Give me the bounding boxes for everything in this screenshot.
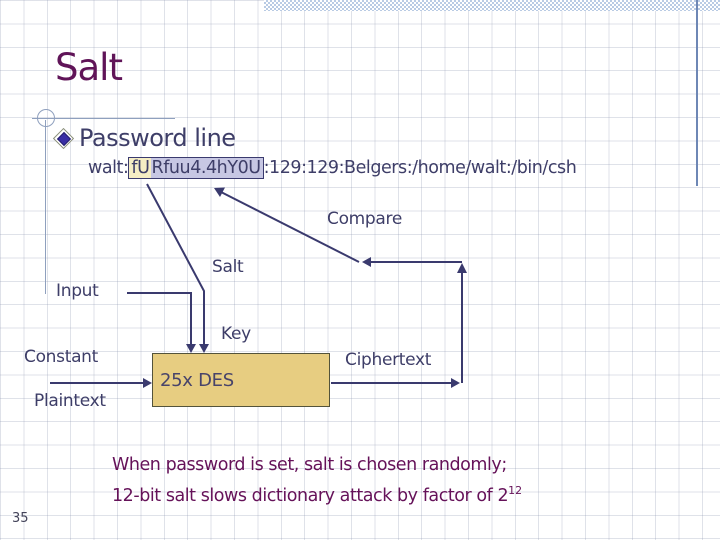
footnote-line1: When password is set, salt is chosen ran… bbox=[112, 455, 507, 475]
top-band-decoration bbox=[264, 0, 720, 11]
footnote-superscript: 12 bbox=[508, 484, 523, 497]
compare-arrow-horizontal bbox=[362, 257, 462, 267]
des-box: 25x DES bbox=[152, 353, 330, 407]
footnote-line2: 12-bit salt slows dictionary attack by f… bbox=[112, 484, 523, 506]
label-salt: Salt bbox=[212, 257, 244, 277]
label-compare: Compare bbox=[327, 209, 403, 229]
input-arrow bbox=[127, 292, 196, 353]
ciphertext-arrow bbox=[331, 378, 460, 388]
page-title: Salt bbox=[55, 46, 123, 89]
footnote: When password is set, salt is chosen ran… bbox=[112, 453, 522, 509]
title-underline-decoration bbox=[32, 118, 175, 120]
password-prefix: walt: bbox=[88, 158, 129, 178]
label-ciphertext: Ciphertext bbox=[345, 350, 432, 370]
label-key: Key bbox=[221, 324, 251, 344]
plaintext-arrow bbox=[50, 378, 152, 388]
des-box-label: 25x DES bbox=[160, 369, 234, 391]
page-number: 35 bbox=[12, 511, 29, 526]
label-input: Input bbox=[56, 281, 99, 301]
label-constant: Constant bbox=[24, 347, 99, 367]
left-vertical-line-decoration bbox=[45, 120, 47, 294]
bullet-label: Password line bbox=[79, 124, 236, 152]
compare-arrow-diagonal bbox=[214, 187, 360, 263]
salt-arrow bbox=[146, 183, 209, 353]
password-suffix: :129:129:Belgers:/home/walt:/bin/csh bbox=[263, 158, 577, 178]
feedback-up-arrow bbox=[457, 263, 467, 383]
label-plaintext: Plaintext bbox=[34, 391, 106, 411]
hash-highlight: Rfuu4.4hY0U bbox=[150, 158, 263, 178]
right-edge-line-decoration bbox=[696, 0, 698, 186]
salt-highlight: fU bbox=[129, 158, 151, 178]
